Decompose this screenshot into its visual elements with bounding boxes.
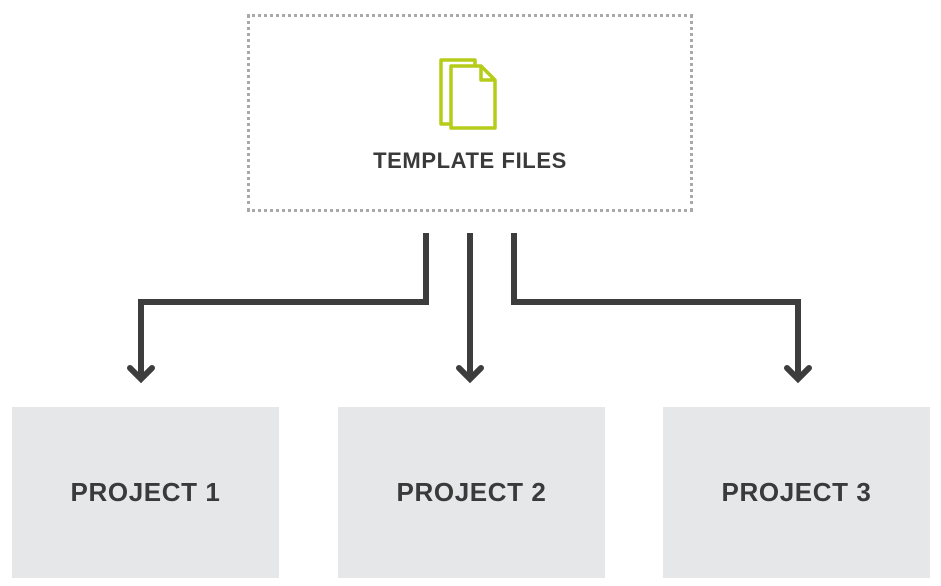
arrowhead-project-1 [127, 365, 155, 384]
project-2-box: PROJECT 2 [338, 407, 605, 578]
arrowhead-project-2 [456, 365, 484, 384]
documents-icon [439, 58, 497, 130]
project-3-label: PROJECT 3 [721, 477, 872, 507]
project-1-label: PROJECT 1 [70, 477, 221, 507]
template-files-box [247, 14, 693, 212]
connector-to-project-3 [511, 233, 801, 378]
project-3-box: PROJECT 3 [663, 407, 930, 578]
arrowhead-project-3 [784, 365, 812, 384]
project-1-box: PROJECT 1 [12, 407, 279, 578]
project-2-label: PROJECT 2 [396, 477, 547, 507]
template-files-label: TEMPLATE FILES [373, 148, 567, 173]
connector-to-project-1 [138, 233, 429, 378]
